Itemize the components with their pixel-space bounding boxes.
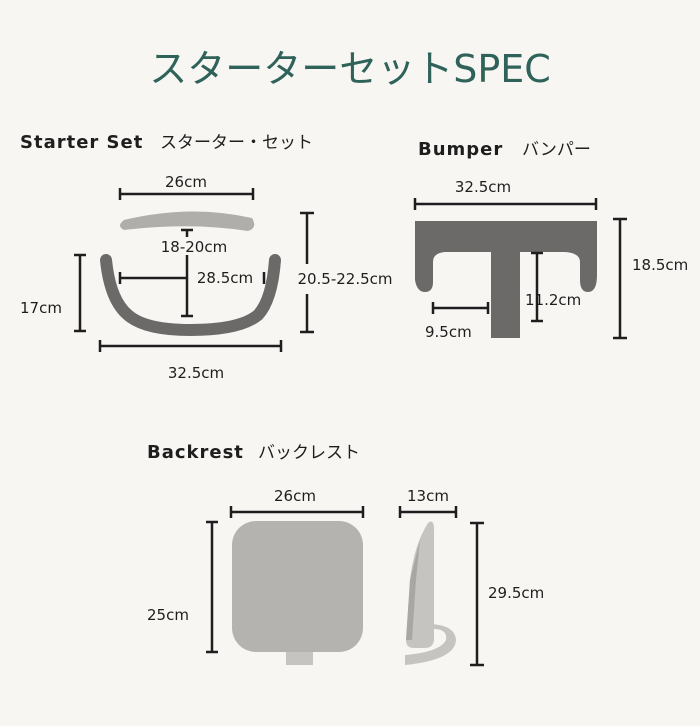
backrest-front <box>232 521 363 652</box>
dim-bumper-width: 32.5cm <box>455 178 511 196</box>
dim-line-arm-width <box>431 302 490 314</box>
dim-backrest-depth: 13cm <box>407 487 449 505</box>
dim-backrest-total-height: 29.5cm <box>488 584 544 602</box>
bumper-shape <box>415 221 597 338</box>
dim-arm-width: 9.5cm <box>425 323 472 341</box>
dim-line-backrest-depth <box>398 506 458 518</box>
dim-height-range: 20.5-22.5cm <box>297 270 392 288</box>
dim-height: 17cm <box>20 299 62 317</box>
bumper-section: Bumper バンパー 32.5cm 18.5cm 11.2cm 9.5cm <box>413 139 688 341</box>
backrest-label: Backrest <box>147 442 244 463</box>
dim-line-backrest-total-height <box>470 521 484 667</box>
dim-backrest-height: 25cm <box>147 606 189 624</box>
dim-line-bumper-height <box>613 217 627 340</box>
label-bg <box>158 237 230 255</box>
dim-line-bumper-width <box>413 198 598 210</box>
dim-bottom-width: 32.5cm <box>168 364 224 382</box>
dim-line-top-width <box>118 188 255 200</box>
seat-pad <box>120 211 255 231</box>
backrest-label-jp: バックレスト <box>258 443 360 463</box>
tray <box>100 254 281 337</box>
dim-bumper-height: 18.5cm <box>632 256 688 274</box>
dim-inner-width: 28.5cm <box>197 269 253 287</box>
dim-line-bottom-width <box>98 340 283 352</box>
dim-line-inner-width <box>118 272 266 284</box>
backrest-side-hook <box>405 624 456 665</box>
bumper-label-jp: バンパー <box>522 140 591 160</box>
backrest-section: Backrest バックレスト 26cm 25cm 13cm 29.5cm <box>147 442 544 667</box>
dim-backrest-width: 26cm <box>274 487 316 505</box>
starter-set-label-jp: スターター・セット <box>160 133 313 153</box>
page-title: スターターセットSPEC <box>149 47 551 91</box>
dim-line-height-range <box>300 211 314 334</box>
dim-top-width: 26cm <box>165 173 207 191</box>
dim-line-backrest-width <box>229 506 365 518</box>
dim-line-height <box>74 253 86 333</box>
dim-line-backrest-height <box>206 520 218 654</box>
backrest-side-shade <box>406 540 420 640</box>
backrest-tab <box>286 648 313 665</box>
starter-set-section: Starter Set スターター・セット 26cm 18-20cm 28.5c… <box>20 132 393 382</box>
starter-set-label: Starter Set <box>20 132 143 153</box>
dim-pad-gap: 18-20cm <box>161 238 227 256</box>
dim-stem-height: 11.2cm <box>525 291 581 309</box>
dim-line-stem-height <box>531 251 543 323</box>
bumper-label: Bumper <box>418 139 503 160</box>
